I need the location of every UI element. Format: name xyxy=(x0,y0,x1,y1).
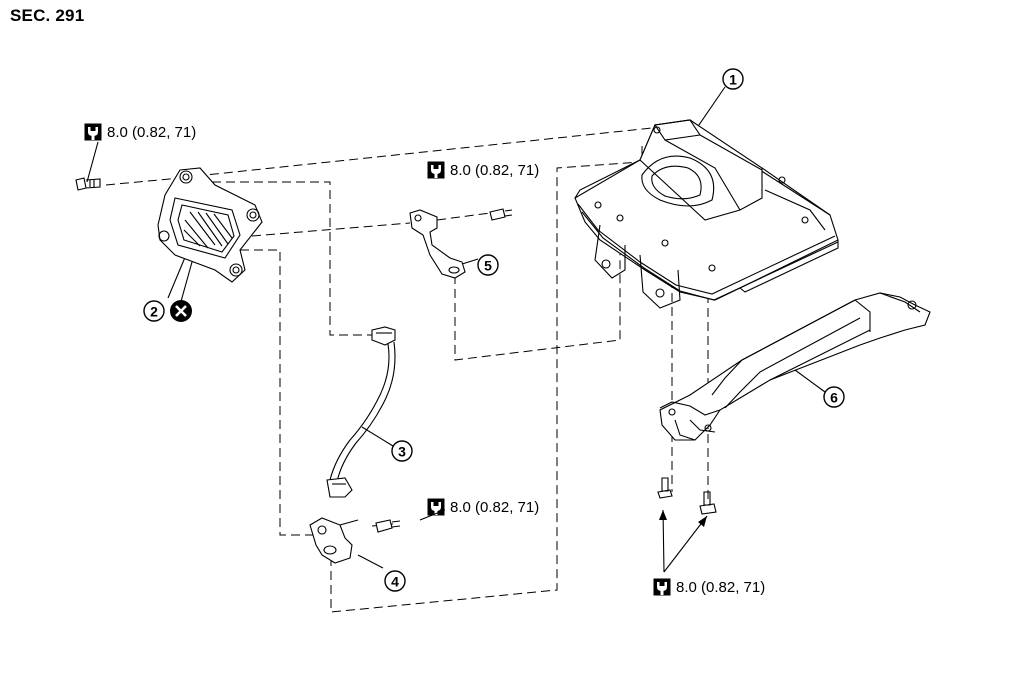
part-5-clamp-bracket xyxy=(409,208,513,279)
part-2-service-plug-housing xyxy=(157,167,263,283)
torque-label-bracket-bolt: 8.0 (0.82, 71) xyxy=(84,123,196,141)
torque-wrench-icon xyxy=(427,498,445,516)
callout-2: 2 xyxy=(143,300,165,322)
torque-value: 8.0 (0.82, 71) xyxy=(450,498,540,516)
callout-4: 4 xyxy=(384,570,406,592)
torque-wrench-icon xyxy=(653,578,671,596)
torque-value: 8.0 (0.82, 71) xyxy=(676,578,766,596)
torque-label-bracket-lower-bolt: 8.0 (0.82, 71) xyxy=(427,498,539,516)
callout-3: 3 xyxy=(391,440,413,462)
torque-value: 8.0 (0.82, 71) xyxy=(450,161,540,179)
callout-number: 3 xyxy=(398,444,406,460)
callout-number: 4 xyxy=(391,574,399,590)
callout-5: 5 xyxy=(477,254,499,276)
torque-wrench-icon xyxy=(84,123,102,141)
callout-1: 1 xyxy=(722,68,744,90)
callout-number: 6 xyxy=(830,390,838,406)
leader-lines xyxy=(86,86,826,573)
torque-label-clamp-bolt: 8.0 (0.82, 71) xyxy=(427,161,539,179)
leader-arrowheads xyxy=(659,510,707,527)
torque-value: 8.0 (0.82, 71) xyxy=(107,123,197,141)
part-3-harness xyxy=(326,326,396,498)
callout-number: 1 xyxy=(729,72,737,88)
callout-6: 6 xyxy=(823,386,845,408)
do-not-reuse-icon xyxy=(170,300,192,322)
part-6-busbar-cable xyxy=(659,292,931,441)
callout-number: 2 xyxy=(150,304,158,320)
torque-wrench-icon xyxy=(427,161,445,179)
torque-label-busbar-bolts: 8.0 (0.82, 71) xyxy=(653,578,765,596)
section-title: SEC. 291 xyxy=(10,6,85,25)
callout-number: 5 xyxy=(484,258,492,274)
part-4-lower-bracket xyxy=(309,517,401,564)
alignment-lines xyxy=(105,127,709,613)
bolts xyxy=(75,177,717,515)
part-1-bracket xyxy=(574,119,839,309)
